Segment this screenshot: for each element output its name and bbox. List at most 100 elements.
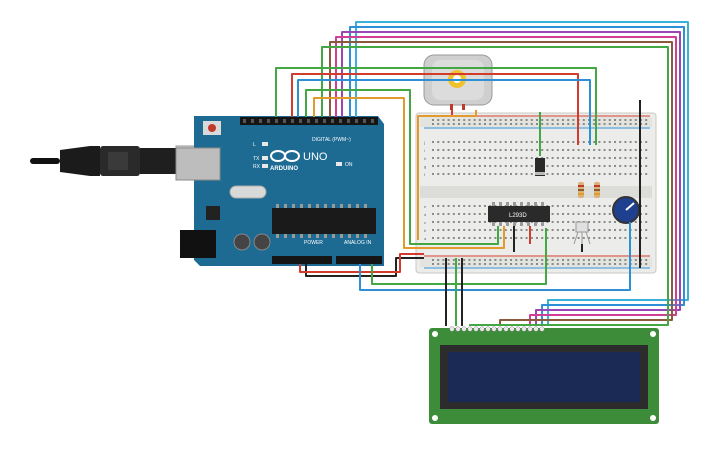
- breadboard-hole: [520, 165, 523, 167]
- breadboard-hole: [562, 119, 564, 121]
- breadboard-hole: [556, 259, 559, 261]
- breadboard-hole: [603, 149, 606, 151]
- reset-button[interactable]: [208, 124, 216, 132]
- breadboard-hole: [499, 259, 502, 261]
- breadboard-hole: [608, 221, 611, 223]
- breadboard-hole: [463, 141, 466, 143]
- breadboard-hole: [541, 263, 544, 265]
- breadboard-hole: [551, 229, 554, 231]
- breadboard-hole: [468, 213, 471, 215]
- breadboard-hole: [442, 141, 445, 143]
- potentiometer-icon[interactable]: [612, 196, 640, 224]
- breadboard-hole: [442, 259, 445, 261]
- breadboard-hole: [577, 157, 580, 159]
- breadboard-hole: [447, 263, 450, 265]
- breadboard-hole: [484, 237, 486, 239]
- breadboard-hole: [489, 259, 492, 261]
- breadboard-hole: [572, 165, 575, 167]
- breadboard-hole: [562, 213, 564, 215]
- breadboard-hole: [603, 173, 606, 175]
- breadboard-hole: [582, 263, 585, 265]
- breadboard-hole: [645, 205, 648, 207]
- breadboard-hole: [582, 259, 585, 261]
- breadboard-hole: [546, 173, 549, 175]
- breadboard-hole: [551, 173, 554, 175]
- breadboard-hole: [556, 157, 559, 159]
- breadboard-hole: [541, 237, 544, 239]
- breadboard-hole: [634, 157, 637, 159]
- breadboard-hole: [520, 263, 523, 265]
- breadboard-hole: [473, 259, 476, 261]
- breadboard-hole: [567, 165, 570, 167]
- breadboard-hole: [468, 157, 471, 159]
- breadboard-hole: [572, 259, 575, 261]
- breadboard-hole: [432, 149, 434, 151]
- breadboard-hole: [463, 263, 466, 265]
- breadboard-hole: [484, 221, 486, 223]
- breadboard-hole: [515, 237, 518, 239]
- breadboard-hole: [556, 237, 559, 239]
- breadboard-hole: [562, 259, 564, 261]
- breadboard-hole: [562, 229, 564, 231]
- breadboard-hole: [442, 229, 445, 231]
- breadboard-hole: [614, 173, 616, 175]
- breadboard-hole: [489, 237, 492, 239]
- breadboard-hole: [614, 149, 616, 151]
- breadboard-hole: [463, 229, 466, 231]
- breadboard-hole: [541, 259, 544, 261]
- breadboard-hole: [494, 237, 497, 239]
- breadboard-hole: [582, 237, 585, 239]
- breadboard-hole: [546, 141, 549, 143]
- breadboard-hole: [634, 221, 637, 223]
- breadboard-hole: [598, 213, 601, 215]
- breadboard-hole: [530, 149, 533, 151]
- breadboard-hole: [593, 205, 596, 207]
- breadboard-hole: [452, 157, 455, 159]
- wire-green: [321, 46, 669, 326]
- breadboard-hole: [478, 237, 481, 239]
- breadboard-hole: [494, 165, 497, 167]
- breadboard-hole: [608, 141, 611, 143]
- breadboard-hole: [468, 229, 471, 231]
- breadboard-hole: [437, 237, 440, 239]
- breadboard-hole: [645, 263, 648, 265]
- breadboard-hole: [458, 119, 460, 121]
- l293d-chip: L293D: [488, 202, 550, 226]
- breadboard-hole: [556, 213, 559, 215]
- breadboard-hole: [473, 263, 476, 265]
- arduino-model-text: UNO: [303, 151, 328, 163]
- breadboard-hole: [593, 213, 596, 215]
- breadboard-hole: [603, 119, 606, 121]
- breadboard-hole: [546, 165, 549, 167]
- breadboard-hole: [598, 157, 601, 159]
- breadboard-hole: [593, 229, 596, 231]
- breadboard-hole: [473, 119, 476, 121]
- breadboard-hole: [619, 165, 622, 167]
- breadboard-hole: [588, 149, 590, 151]
- breadboard-hole: [556, 149, 559, 151]
- breadboard-hole: [546, 149, 549, 151]
- breadboard-hole: [567, 259, 570, 261]
- breadboard-hole: [504, 165, 507, 167]
- wires: [275, 21, 689, 326]
- breadboard-hole: [624, 173, 627, 175]
- breadboard-hole: [634, 237, 637, 239]
- breadboard-hole: [567, 213, 570, 215]
- breadboard-hole: [489, 229, 492, 231]
- breadboard-hole: [458, 173, 460, 175]
- resistor-icon: [578, 182, 584, 198]
- breadboard-hole: [478, 229, 481, 231]
- breadboard-hole: [463, 123, 466, 125]
- breadboard-hole: [629, 157, 632, 159]
- breadboard-hole: [556, 205, 559, 207]
- breadboard-hole: [452, 229, 455, 231]
- breadboard-hole: [447, 213, 450, 215]
- breadboard-hole: [484, 205, 486, 207]
- breadboard-hole: [634, 259, 637, 261]
- breadboard-hole: [598, 259, 601, 261]
- wire-magenta: [335, 36, 677, 326]
- breadboard-hole: [629, 173, 632, 175]
- breadboard-hole: [478, 205, 481, 207]
- breadboard-hole: [494, 141, 497, 143]
